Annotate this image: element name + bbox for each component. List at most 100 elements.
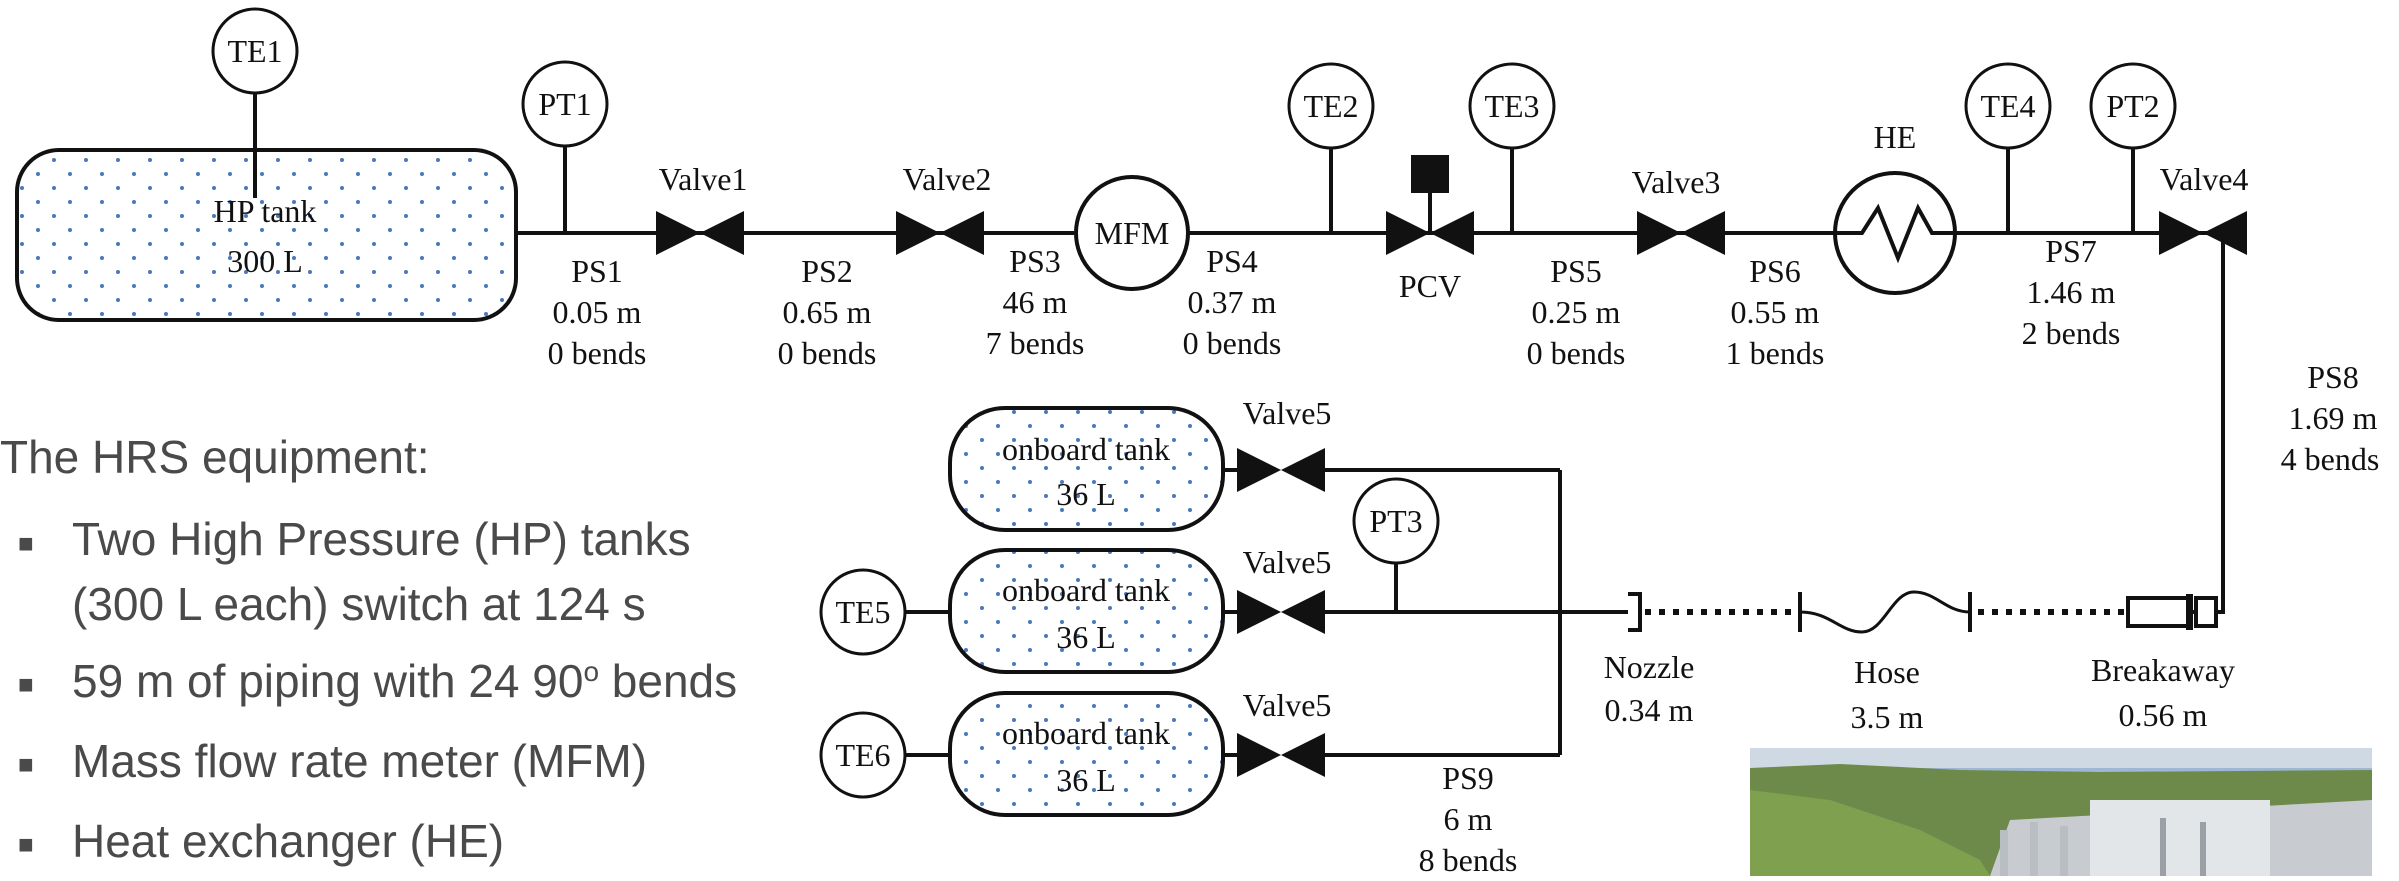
onboard-tank-1-volume: 36 L bbox=[1056, 476, 1116, 512]
ps7-name: PS7 bbox=[2045, 233, 2097, 269]
hose-length: 3.5 m bbox=[1851, 699, 1924, 735]
valve4: Valve4 bbox=[2159, 161, 2248, 255]
ps9-bends: 8 bends bbox=[1419, 842, 1518, 876]
equipment-heading: The HRS equipment: bbox=[0, 431, 430, 483]
ps6-length: 0.55 m bbox=[1731, 294, 1820, 330]
pressure-control-valve: PCV bbox=[1386, 155, 1474, 304]
breakaway-length: 0.56 m bbox=[2119, 697, 2208, 733]
nozzle-length: 0.34 m bbox=[1605, 692, 1694, 728]
te3-label: TE3 bbox=[1484, 88, 1539, 124]
instrument-te2: TE2 bbox=[1287, 62, 1375, 233]
valve5a: Valve5 bbox=[1237, 395, 1331, 492]
segment-ps1: PS1 0.05 m 0 bends bbox=[548, 253, 647, 371]
segment-ps5: PS5 0.25 m 0 bends bbox=[1527, 253, 1626, 371]
hp-tank-volume: 300 L bbox=[227, 243, 303, 279]
bullet-marker: ■ bbox=[18, 749, 34, 779]
ps3-name: PS3 bbox=[1009, 243, 1061, 279]
hose: Hose 3.5 m bbox=[1798, 590, 2128, 735]
pcv-label: PCV bbox=[1399, 268, 1461, 304]
pt1-label: PT1 bbox=[538, 86, 591, 122]
equipment-item-2-tail: bends bbox=[599, 655, 737, 707]
te5-label: TE5 bbox=[835, 594, 890, 630]
bullet-marker: ■ bbox=[18, 829, 34, 859]
nozzle-name: Nozzle bbox=[1604, 649, 1695, 685]
ps3-length: 46 m bbox=[1003, 284, 1068, 320]
bullet-marker: ■ bbox=[18, 669, 34, 699]
heat-exchanger: HE bbox=[1833, 119, 1957, 295]
valve3-label: Valve3 bbox=[1632, 164, 1721, 200]
ps8-bends: 4 bends bbox=[2281, 441, 2380, 477]
ps2-name: PS2 bbox=[801, 253, 853, 289]
equipment-item-3: Mass flow rate meter (MFM) bbox=[72, 735, 647, 787]
te2-label: TE2 bbox=[1303, 88, 1358, 124]
equipment-item-4: Heat exchanger (HE) bbox=[72, 815, 504, 867]
ps7-length: 1.46 m bbox=[2027, 274, 2116, 310]
valve4-label: Valve4 bbox=[2160, 161, 2249, 197]
ps4-length: 0.37 m bbox=[1188, 284, 1277, 320]
equipment-item-2: 59 m of piping with 24 90o bends bbox=[72, 655, 737, 707]
te6-label: TE6 bbox=[835, 737, 890, 773]
valve1-label: Valve1 bbox=[659, 161, 748, 197]
he-label: HE bbox=[1874, 119, 1917, 155]
valve5a-label: Valve5 bbox=[1243, 395, 1332, 431]
te1-label: TE1 bbox=[227, 33, 282, 69]
valve3: Valve3 bbox=[1632, 164, 1725, 255]
instrument-pt1: PT1 bbox=[521, 60, 609, 233]
valve5b: Valve5 bbox=[1237, 544, 1331, 634]
instrument-pt3: PT3 bbox=[1352, 477, 1440, 612]
instrument-pt2: PT2 bbox=[2089, 62, 2177, 233]
instrument-te3: TE3 bbox=[1468, 62, 1556, 233]
ps1-bends: 0 bends bbox=[548, 335, 647, 371]
segment-ps6: PS6 0.55 m 1 bends bbox=[1726, 253, 1825, 371]
onboard-tank-2-volume: 36 L bbox=[1056, 619, 1116, 655]
onboard-tank-3-volume: 36 L bbox=[1056, 762, 1116, 798]
valve5c: Valve5 bbox=[1237, 687, 1331, 777]
te4-label: TE4 bbox=[1980, 88, 2035, 124]
ps1-length: 0.05 m bbox=[553, 294, 642, 330]
equipment-item-1b: (300 L each) switch at 124 s bbox=[72, 578, 646, 630]
segment-ps3: PS3 46 m 7 bends bbox=[986, 243, 1085, 361]
breakaway: Breakaway 0.56 m bbox=[2091, 594, 2235, 733]
breakaway-name: Breakaway bbox=[2091, 652, 2235, 688]
pt3-label: PT3 bbox=[1369, 503, 1422, 539]
equipment-list: The HRS equipment: ■ Two High Pressure (… bbox=[0, 431, 737, 867]
ps6-name: PS6 bbox=[1749, 253, 1801, 289]
ps3-bends: 7 bends bbox=[986, 325, 1085, 361]
segment-ps8: PS8 1.69 m 4 bends bbox=[2281, 359, 2380, 477]
segment-ps4: PS4 0.37 m 0 bends bbox=[1183, 243, 1282, 361]
bullet-marker: ■ bbox=[18, 528, 34, 558]
instrument-te1: TE1 bbox=[211, 7, 299, 95]
onboard-tank-1: onboard tank 36 L bbox=[948, 406, 1237, 532]
ps9-length: 6 m bbox=[1444, 801, 1493, 837]
ps4-bends: 0 bends bbox=[1183, 325, 1282, 361]
valve2: Valve2 bbox=[896, 161, 991, 255]
equipment-item-1a: Two High Pressure (HP) tanks bbox=[72, 513, 691, 565]
station-photo bbox=[1750, 748, 2372, 876]
ps5-name: PS5 bbox=[1550, 253, 1602, 289]
equipment-item-2-text: 59 m of piping with 24 90 bbox=[72, 655, 583, 707]
onboard-tank-3: onboard tank 36 L bbox=[948, 691, 1237, 817]
valve1: Valve1 bbox=[656, 161, 747, 255]
ps1-name: PS1 bbox=[571, 253, 623, 289]
segment-ps2: PS2 0.65 m 0 bends bbox=[778, 253, 877, 371]
hose-name: Hose bbox=[1854, 654, 1920, 690]
valve5b-label: Valve5 bbox=[1243, 544, 1332, 580]
mfm-label: MFM bbox=[1095, 215, 1170, 251]
onboard-tank-2: onboard tank 36 L bbox=[948, 548, 1237, 674]
segment-ps7: PS7 1.46 m 2 bends bbox=[2022, 233, 2121, 351]
ps4-name: PS4 bbox=[1206, 243, 1258, 279]
equipment-item-2-sup: o bbox=[583, 656, 599, 687]
valve2-label: Valve2 bbox=[903, 161, 992, 197]
ps9-name: PS9 bbox=[1442, 760, 1494, 796]
hp-tank: HP tank 300 L bbox=[15, 89, 518, 322]
onboard-tank-2-name: onboard tank bbox=[1002, 572, 1170, 608]
ps8-length: 1.69 m bbox=[2289, 400, 2378, 436]
instrument-te6: TE6 bbox=[819, 711, 950, 799]
ps2-length: 0.65 m bbox=[783, 294, 872, 330]
pt2-label: PT2 bbox=[2106, 88, 2159, 124]
ps7-bends: 2 bends bbox=[2022, 315, 2121, 351]
ps6-bends: 1 bends bbox=[1726, 335, 1825, 371]
hp-tank-name: HP tank bbox=[214, 193, 317, 229]
ps5-bends: 0 bends bbox=[1527, 335, 1626, 371]
instrument-te5: TE5 bbox=[819, 568, 950, 656]
